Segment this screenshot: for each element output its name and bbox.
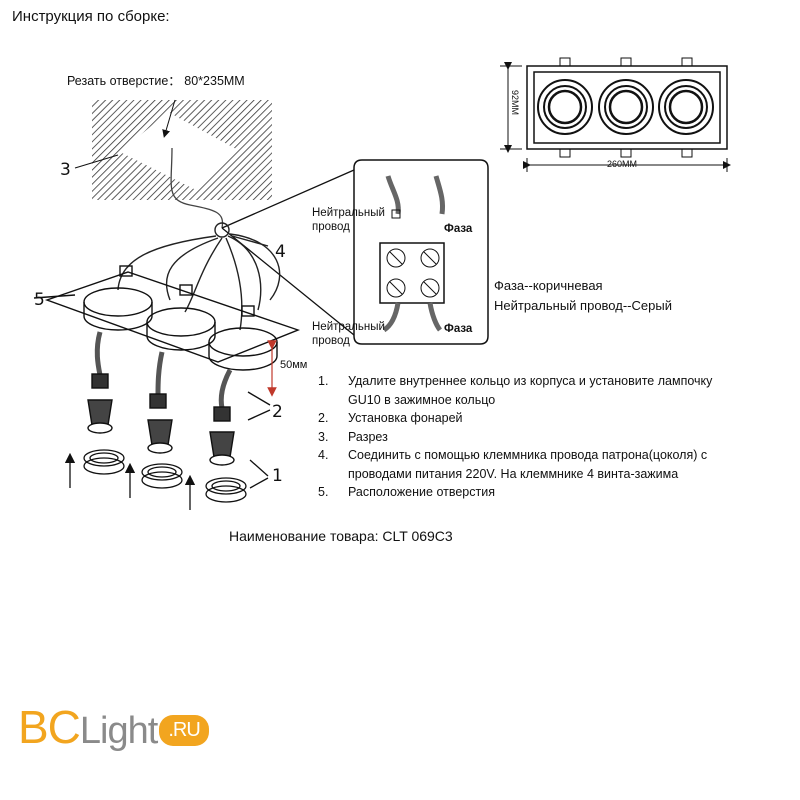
ceiling-cutout [74,99,272,229]
instruction-item: 4.Соединить с помощью клеммника провода … [318,448,708,481]
instruction-list: 1.Удалите внутреннее кольцо из корпуса и… [318,372,718,502]
cut-size-label: Резать отверстие： 80*235MM [67,74,245,88]
wire-color-legend: Фаза--коричневая Нейтральный провод--Сер… [494,276,672,316]
fixture-top-view [500,57,731,172]
height-dimension-label: 92MM [510,90,520,116]
power-wires [117,222,281,331]
legend-phase: Фаза--коричневая [494,278,603,293]
lamps [87,331,271,466]
callout-5: 5 [34,290,45,310]
bclight-logo[interactable]: BCLight.RU [18,700,209,754]
phase-wire-label-top: Фаза [444,223,473,235]
depth-dimension-label: 50мм [280,359,308,371]
phase-wire-label-bottom: Фаза [444,323,473,335]
instruction-item: 3.Разрез [318,429,388,444]
product-name: Наименование товара: CLT 069C3 [229,528,453,544]
callout-3: 3 [60,160,71,180]
instruction-item: 5.Расположение отверстия [318,485,495,499]
fixture-body [33,265,301,371]
callout-1: 1 [272,466,283,486]
width-dimension-label: 260MM [607,159,638,169]
legend-neutral: Нейтральный провод--Серый [494,298,672,313]
clamp-rings [64,449,269,510]
instruction-item: 2.Установка фонарей [318,411,463,425]
instruction-item: 1.Удалите внутреннее кольцо из корпуса и… [318,374,713,407]
page-title: Инструкция по сборке: [12,8,170,25]
callout-4: 4 [275,242,286,262]
callout-2: 2 [272,402,283,422]
